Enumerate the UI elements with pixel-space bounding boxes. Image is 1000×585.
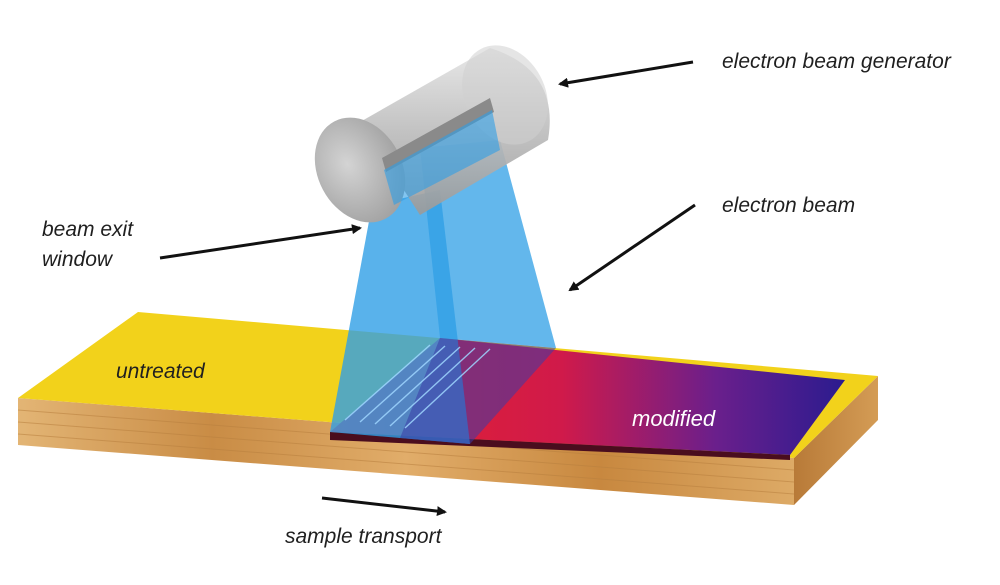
label-modified: modified — [632, 406, 716, 431]
label-electron-beam-generator: electron beam generator — [722, 50, 952, 73]
label-beam-exit-window-1: beam exit — [42, 218, 134, 241]
arrow-icon — [568, 203, 696, 292]
beam-scan-lines — [344, 344, 491, 429]
label-beam-exit-window-2: window — [42, 248, 114, 271]
label-sample-transport: sample transport — [285, 525, 443, 548]
label-untreated: untreated — [116, 360, 206, 383]
electron-beam-overlap — [400, 338, 556, 444]
board-right-edge — [794, 376, 878, 505]
arrow-icon — [321, 496, 447, 517]
arrow-icon — [159, 224, 362, 260]
label-electron-beam: electron beam — [722, 194, 855, 217]
cylinder-generator-icon — [314, 45, 550, 223]
arrow-icon — [558, 60, 694, 88]
